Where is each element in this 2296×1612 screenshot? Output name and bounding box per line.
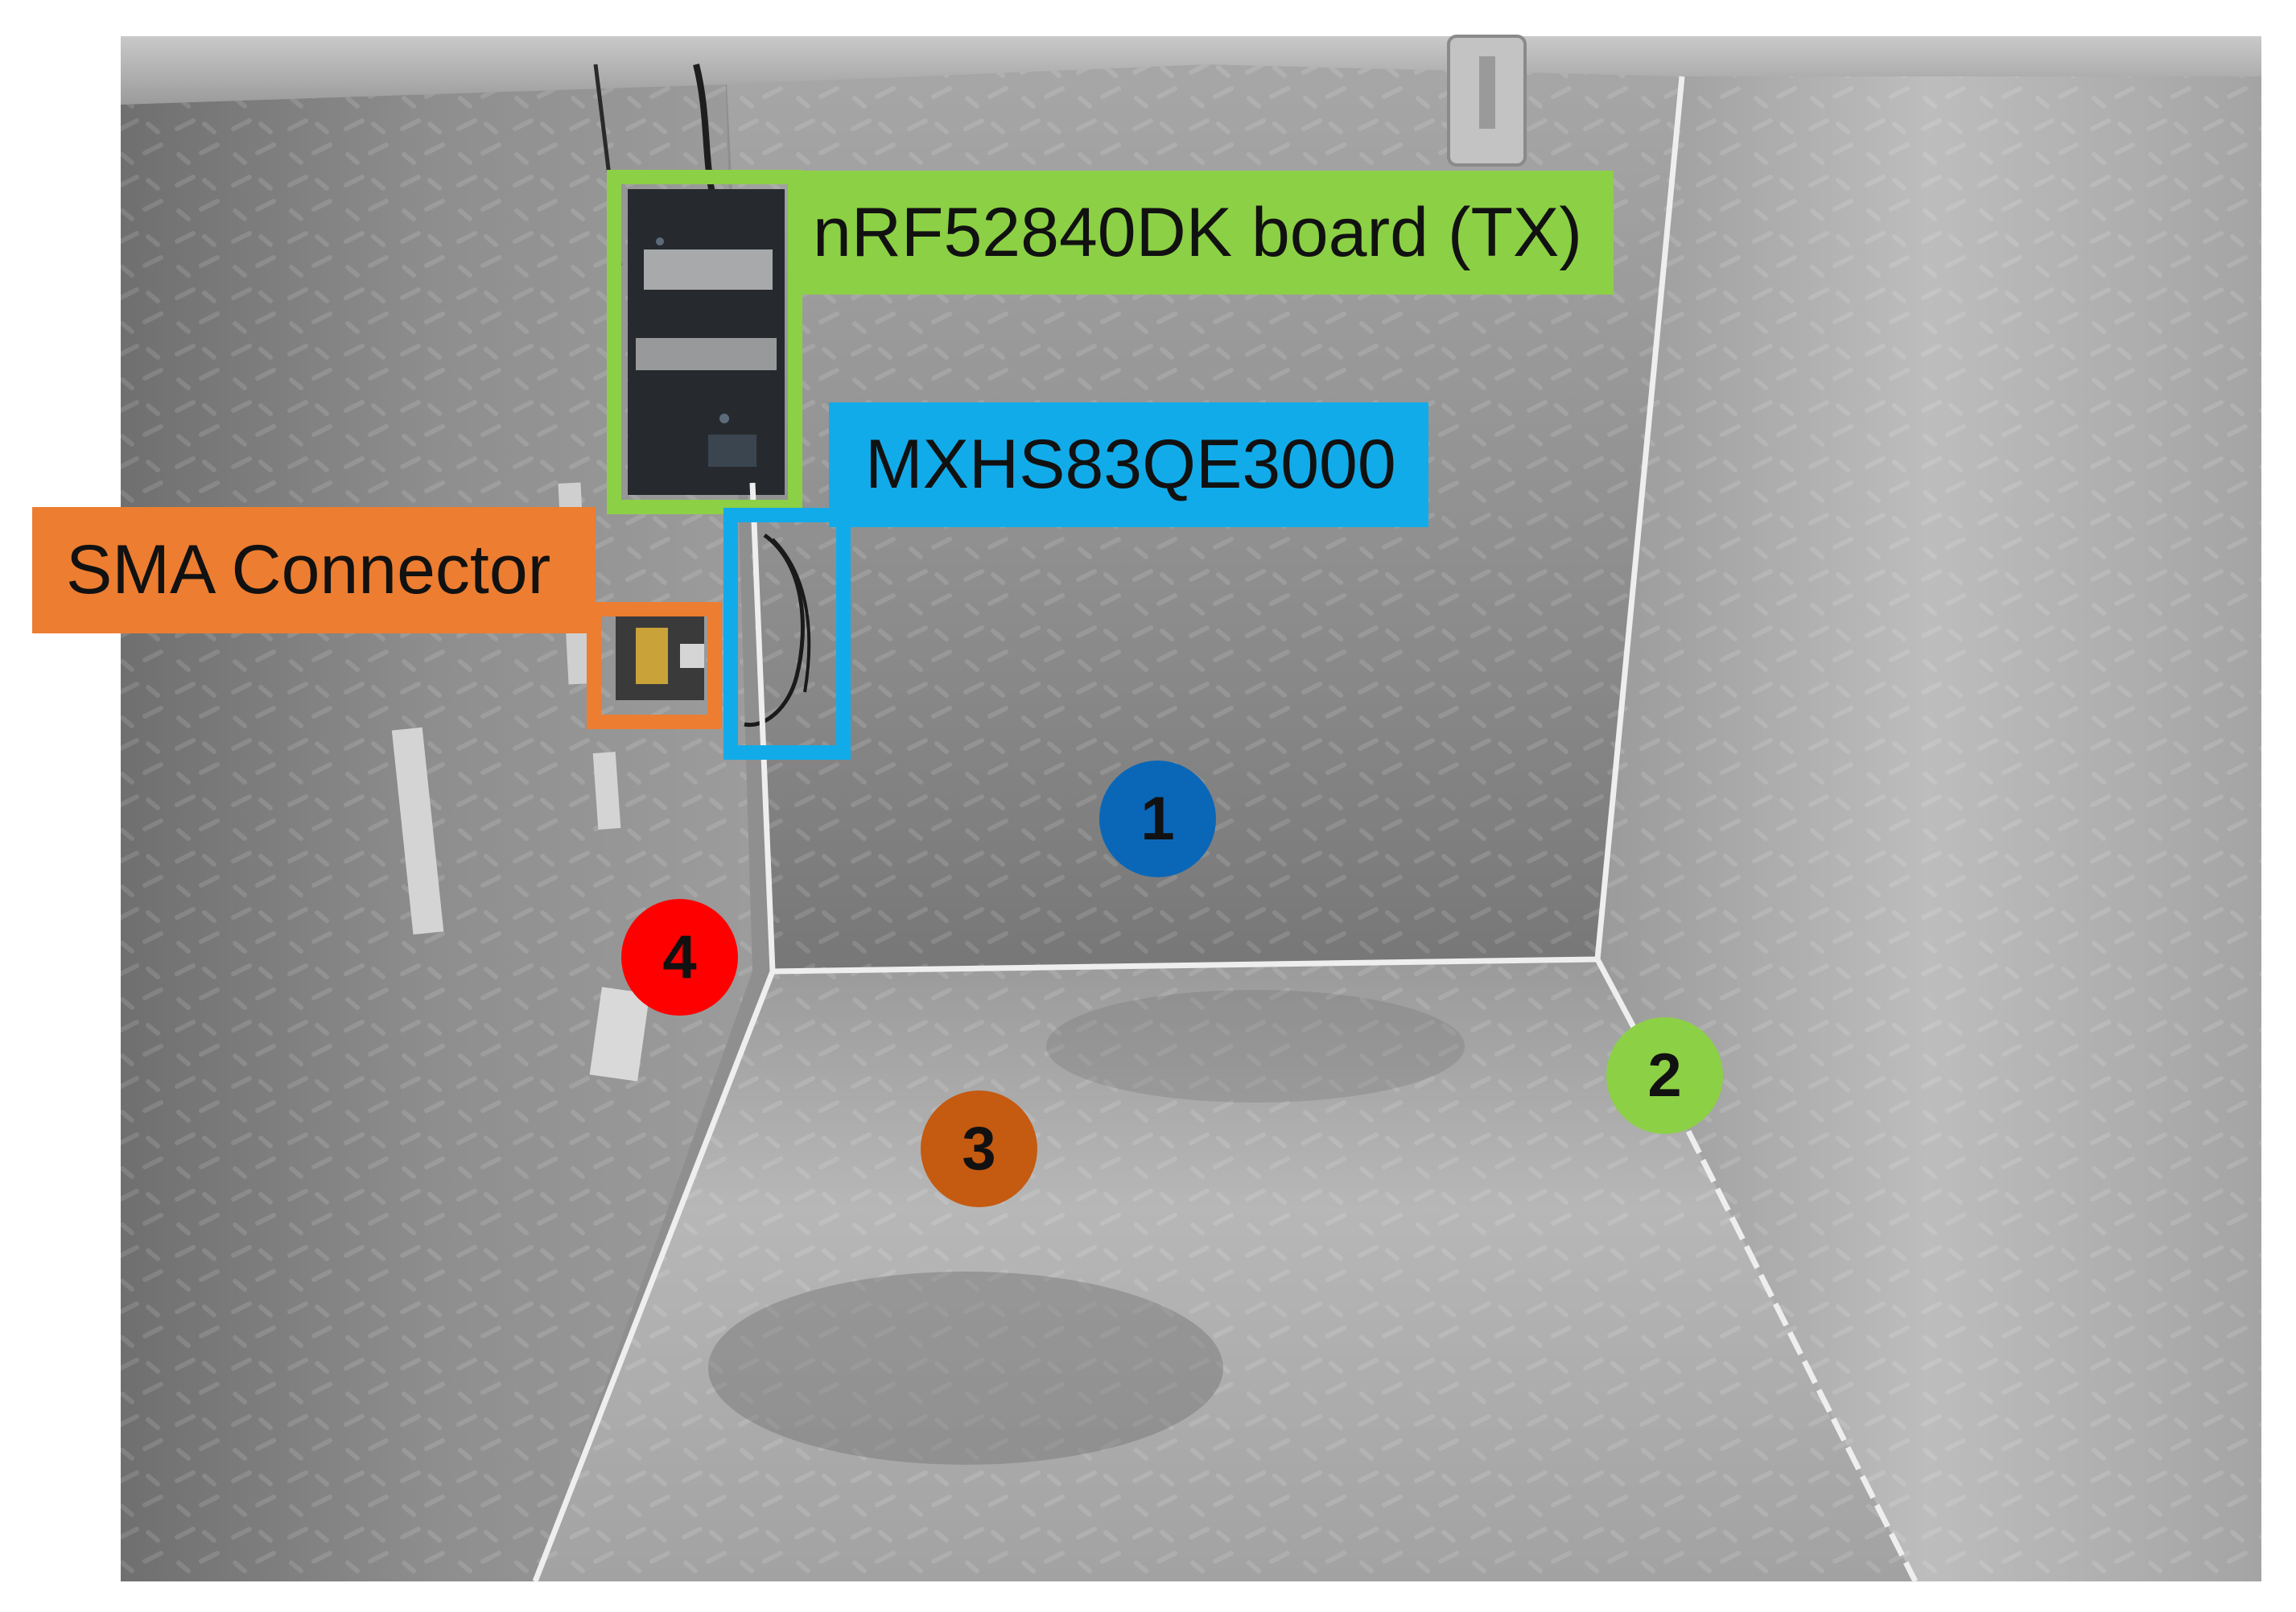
position-marker-3: 3 [921,1090,1037,1207]
nrf-board-frame [607,170,802,514]
antenna-frame [723,508,851,760]
position-marker-2: 2 [1606,1017,1723,1134]
position-marker-4: 4 [621,899,738,1016]
sma-connector-label: SMA Connector [32,507,596,633]
position-marker-1: 1 [1099,761,1216,877]
antenna-label: MXHS83QE3000 [829,402,1428,527]
sma-connector-frame [587,602,722,729]
tx-board-label: nRF52840DK board (TX) [789,171,1614,295]
